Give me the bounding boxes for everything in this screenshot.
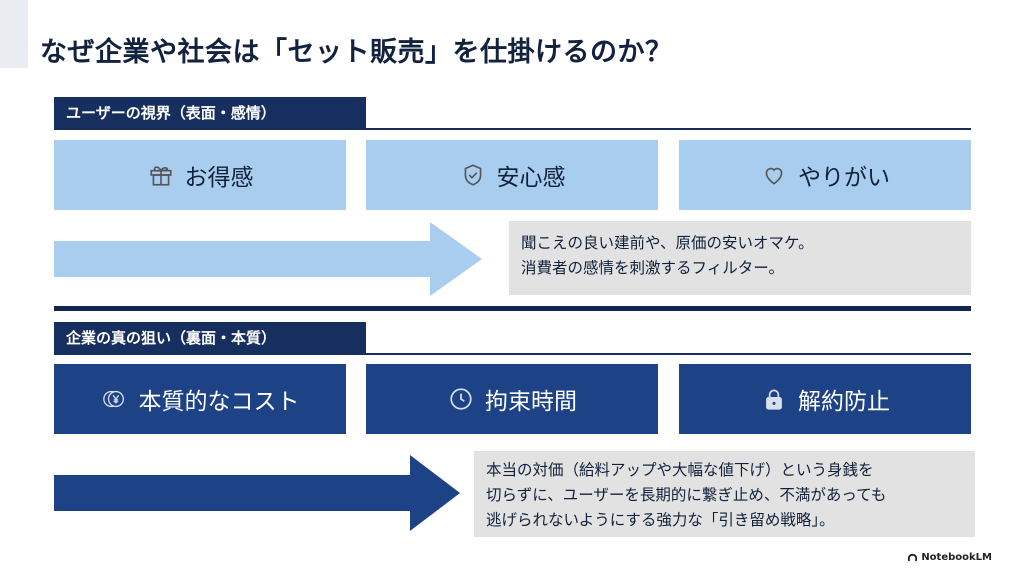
- arrow-surface: [54, 222, 482, 296]
- shield-check-icon: [459, 161, 487, 189]
- section-divider: [54, 306, 971, 311]
- notebooklm-logo-icon: [908, 553, 918, 562]
- brand-logo: NotebookLM: [907, 552, 992, 563]
- section-heading-hidden: 企業の真の狙い（裏面・本質）: [54, 322, 366, 354]
- note-line: 逃げられないようにする強力な「引き留め戦略」。: [486, 511, 835, 529]
- note-hidden: 本当の対価（給料アップや大幅な値下げ）という身銭を 切らずに、ユーザーを長期的に…: [474, 451, 975, 537]
- corner-accent: [0, 0, 28, 68]
- card-label: お得感: [184, 165, 254, 191]
- card-label: 解約防止: [798, 389, 890, 415]
- gift-icon: [147, 161, 175, 189]
- arrow-hidden: [54, 455, 460, 531]
- note-line: 聞こえの良い建前や、原価の安いオマケ。: [521, 234, 814, 252]
- page-title: なぜ企業や社会は「セット販売」を仕掛けるのか？: [40, 37, 673, 68]
- card-otokukan: お得感: [54, 140, 346, 210]
- heart-icon: [760, 161, 788, 189]
- lock-icon: [760, 385, 788, 413]
- card-label: やりがい: [798, 165, 890, 191]
- card-label: 安心感: [496, 165, 566, 191]
- brand-name: NotebookLM: [921, 552, 992, 563]
- card-honshitsu-cost: 本質的なコスト: [54, 364, 346, 434]
- section-rule-hidden: [54, 353, 971, 355]
- card-yarigai: やりがい: [679, 140, 971, 210]
- card-label: 本質的なコスト: [138, 389, 300, 415]
- card-label: 拘束時間: [485, 389, 577, 415]
- note-line: 切らずに、ユーザーを長期的に繋ぎ止め、不満があっても: [486, 486, 887, 504]
- note-line: 本当の対価（給料アップや大幅な値下げ）という身銭を: [486, 461, 874, 479]
- clock-icon: [447, 385, 475, 413]
- note-surface: 聞こえの良い建前や、原価の安いオマケ。 消費者の感情を刺激するフィルター。: [509, 221, 971, 295]
- section-heading-surface: ユーザーの視界（表面・感情）: [54, 97, 366, 129]
- section-rule-surface: [54, 128, 971, 130]
- card-kousoku-jikan: 拘束時間: [366, 364, 658, 434]
- card-anshinkan: 安心感: [366, 140, 658, 210]
- yen-coin-icon: [101, 385, 129, 413]
- note-line: 消費者の感情を刺激するフィルター。: [521, 259, 785, 277]
- card-kaiyaku-boushi: 解約防止: [679, 364, 971, 434]
